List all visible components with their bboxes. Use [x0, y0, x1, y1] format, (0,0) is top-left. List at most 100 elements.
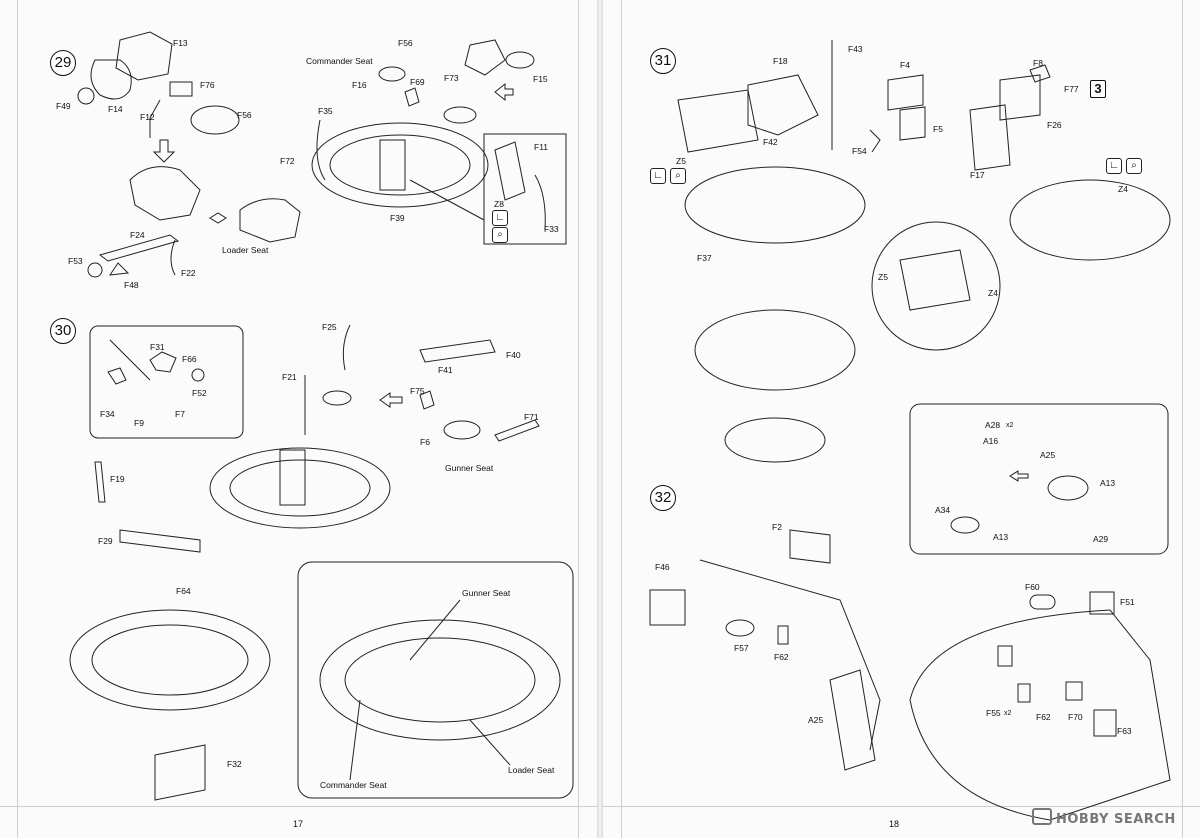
commander-seat-drawing [378, 66, 406, 82]
turret-basket-inner-drawing [229, 459, 371, 517]
part-f11-drawing [494, 141, 526, 201]
part-f46-drawing [649, 589, 686, 626]
part-label: F37 [697, 253, 712, 263]
part-label: F5 [933, 124, 943, 134]
cut-icon: ⌕ [1126, 158, 1142, 174]
part-label: F21 [282, 372, 297, 382]
part-label: F69 [410, 77, 425, 87]
turret-basket-inner-drawing [91, 624, 249, 696]
part-label: F22 [181, 268, 196, 278]
trim-line [0, 806, 598, 807]
part-f14-drawing [90, 59, 132, 100]
turret-floor-drawing [1009, 179, 1171, 261]
part-label: Z8 [494, 199, 504, 209]
part-label: F14 [108, 104, 123, 114]
part-label: F18 [773, 56, 788, 66]
part-label: F12 [140, 112, 155, 122]
detail-zoom-circle [871, 221, 1001, 351]
step-number: 31 [650, 48, 676, 74]
watermark-text: HOBBY SEARCH [1056, 812, 1176, 827]
glue-icon: ∟ [492, 210, 508, 226]
part-f15-drawing [505, 51, 535, 69]
part-f39-drawing [379, 139, 406, 191]
trim-line [578, 0, 579, 838]
part-label: F7 [175, 409, 185, 419]
part-label: F13 [173, 38, 188, 48]
part-label: F75 [410, 386, 425, 396]
part-label: F24 [130, 230, 145, 240]
instruction-page-left [0, 0, 598, 838]
quantity-label: x2 [1004, 710, 1012, 717]
part-label: F17 [970, 170, 985, 180]
part-label: F55 [986, 708, 1001, 718]
part-f75-drawing [419, 390, 435, 410]
leader-line [409, 179, 485, 221]
part-label: F52 [192, 388, 207, 398]
part-label: F16 [352, 80, 367, 90]
part-f29-drawing [119, 529, 201, 553]
commander-seat-callout: Commander Seat [320, 780, 387, 790]
part-label: F29 [98, 536, 113, 546]
part-z5-z4-detail-drawing [899, 249, 971, 311]
part-label: A34 [935, 505, 951, 515]
turret-floor-drawing [684, 166, 866, 244]
part-f13-drawing [115, 31, 173, 81]
detail-inset-frame [909, 403, 1169, 555]
part-f12-drawing [149, 99, 161, 138]
part-label: F32 [227, 759, 242, 769]
part-f54-drawing [869, 129, 881, 153]
part-f73-drawing [464, 39, 506, 76]
part-label: F77 [1064, 84, 1079, 94]
part-label: F25 [322, 322, 337, 332]
part-f40-drawing [419, 339, 496, 363]
cut-icon: ⌕ [492, 227, 508, 243]
part-label: F35 [318, 106, 333, 116]
part-f51-drawing [1089, 591, 1115, 615]
part-label: F40 [506, 350, 521, 360]
part-label: F76 [200, 80, 215, 90]
part-label: F62 [774, 652, 789, 662]
part-label: A28 [985, 420, 1001, 430]
part-f48-drawing [108, 262, 130, 276]
leader-line [469, 719, 511, 766]
part-a13-drawing [950, 516, 980, 534]
turret-basket-inner-drawing [344, 637, 536, 723]
hobby-search-logo-icon [1032, 808, 1052, 825]
watermark: HOBBY SEARCH [1032, 808, 1176, 827]
part-label: A29 [1093, 534, 1109, 544]
part-label: A25 [808, 715, 824, 725]
trim-line [1182, 0, 1183, 838]
part-f8-drawing [1029, 64, 1051, 83]
part-label: F11 [534, 142, 549, 152]
trim-line [602, 806, 1200, 807]
part-label: F62 [1036, 712, 1051, 722]
part-label: A13 [993, 532, 1009, 542]
part-f52-drawing [191, 368, 205, 382]
loader-seat-drawing [239, 198, 301, 243]
turret-wall-assembled-drawing [909, 609, 1171, 821]
part-f24-drawing [98, 234, 180, 262]
part-label: F41 [438, 365, 453, 375]
part-label: Z5 [676, 156, 686, 166]
cut-icon: ⌕ [670, 168, 686, 184]
part-label: F34 [100, 409, 115, 419]
callout-inset [298, 562, 573, 798]
book-gutter [597, 0, 603, 838]
leader-line [409, 599, 461, 661]
detail-inset-frame [297, 561, 574, 799]
part-label: F26 [1047, 120, 1062, 130]
part-label: F64 [176, 586, 191, 596]
part-label: F8 [1033, 58, 1043, 68]
part-label: F19 [110, 474, 125, 484]
part-f22-drawing [170, 239, 176, 276]
part-label: F6 [420, 437, 430, 447]
commander-seat-caption: Commander Seat [306, 56, 373, 66]
gunner-seat-drawing [443, 420, 481, 440]
part-label: F15 [533, 74, 548, 84]
part-f55-drawing [997, 645, 1013, 667]
part-f4-drawing [887, 74, 924, 111]
part-label: F51 [1120, 597, 1135, 607]
part-label: A13 [1100, 478, 1116, 488]
part-label: Z4 [988, 288, 998, 298]
